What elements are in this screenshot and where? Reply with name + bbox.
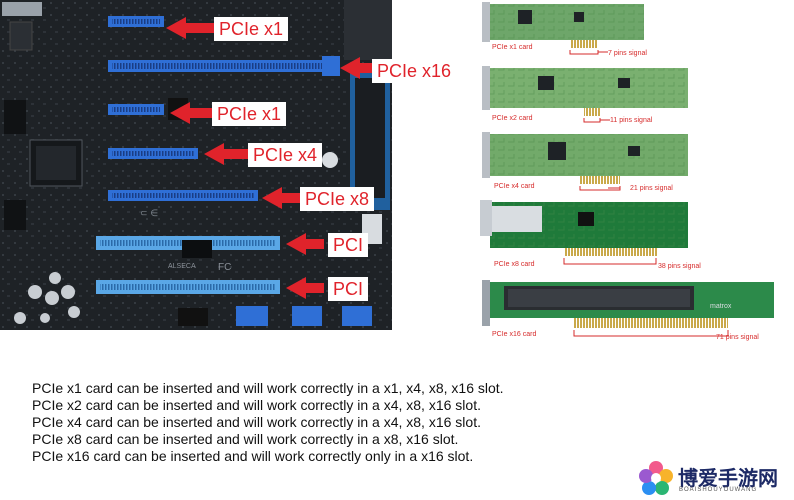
card-caption-x2: PCIe x2 card <box>492 115 533 122</box>
svg-text:⊂ ∈: ⊂ ∈ <box>140 209 158 219</box>
card-pcie-x16: matrox <box>482 280 774 337</box>
compatibility-line-x8: PCIe x8 card can be inserted and will wo… <box>32 431 459 447</box>
fc-mark: FC <box>218 262 231 273</box>
slot-pcie-x4 <box>108 148 198 159</box>
pin-caption-x1: 7 pins signal <box>608 50 647 57</box>
card-pcie-x2 <box>482 66 688 123</box>
card-pcie-x4 <box>482 132 688 191</box>
arrow-head <box>166 17 186 39</box>
card-pcie-x1 <box>482 2 644 55</box>
pin-caption-x2: 11 pins signal <box>610 117 653 124</box>
card-caption-x8: PCIe x8 card <box>494 261 535 268</box>
label-pcie-x1-top: PCIe x1 <box>214 17 289 41</box>
arrow-head <box>286 233 306 255</box>
watermark-subtitle: BOAISHOUYOUWANG <box>679 487 758 493</box>
card-caption-x16: PCIe x16 card <box>492 331 537 338</box>
slot-pci-2 <box>96 280 280 294</box>
label-pcie-x4: PCIe x4 <box>248 143 323 167</box>
card-caption-x4: PCIe x4 card <box>494 183 535 190</box>
label-pci-1: PCI <box>328 233 369 257</box>
arrow-shaft <box>304 283 324 293</box>
motherboard-graphic: ⊂ ∈ ALSECA FC <box>0 0 392 330</box>
pin-caption-x16: 71 pins signal <box>716 334 759 341</box>
slot-pcie-x16 <box>108 56 340 76</box>
slot-pcie-x1-mid <box>108 104 164 115</box>
label-pcie-x16: PCIe x16 <box>372 59 457 83</box>
label-pci-2: PCI <box>328 277 369 301</box>
watermark-title: 博爱手游网 <box>678 468 778 490</box>
arrow-shaft <box>280 193 306 203</box>
arrow-head <box>170 102 190 124</box>
label-pcie-x8: PCIe x8 <box>300 187 375 211</box>
compatibility-line-x1: PCIe x1 card can be inserted and will wo… <box>32 380 504 396</box>
arrow-shaft <box>188 108 216 118</box>
arrow-head <box>204 143 224 165</box>
compatibility-line-x2: PCIe x2 card can be inserted and will wo… <box>32 397 481 413</box>
arrow-shaft <box>358 63 378 73</box>
chip-label: ALSECA <box>168 263 196 270</box>
arrow-head <box>262 187 282 209</box>
motherboard-photo: ⊂ ∈ ALSECA FC PCIe x1 PCIe x1 PCIe x4 PC… <box>0 0 392 330</box>
arrow-head <box>286 277 306 299</box>
slot-pcie-x1-top <box>108 16 164 27</box>
compatibility-line-x4: PCIe x4 card can be inserted and will wo… <box>32 414 481 430</box>
svg-text:matrox: matrox <box>710 303 732 310</box>
arrow-head <box>340 57 360 79</box>
arrow-shaft <box>304 239 324 249</box>
watermark-logo-icon <box>639 461 673 495</box>
arrow-shaft <box>222 149 250 159</box>
pcie-cards-graphic: matrox <box>480 2 774 337</box>
pin-caption-x8: 38 pins signal <box>658 263 701 270</box>
card-pcie-x8 <box>480 200 688 265</box>
pin-caption-x4: 21 pins signal <box>630 185 673 192</box>
compatibility-line-x16: PCIe x16 card can be inserted and will w… <box>32 448 474 464</box>
arrow-shaft <box>184 23 220 33</box>
compatibility-text: PCIe x1 card can be inserted and will wo… <box>32 380 504 465</box>
slot-pcie-x8 <box>108 190 258 201</box>
label-pcie-x1-mid: PCIe x1 <box>212 102 287 126</box>
card-caption-x1: PCIe x1 card <box>492 44 533 51</box>
